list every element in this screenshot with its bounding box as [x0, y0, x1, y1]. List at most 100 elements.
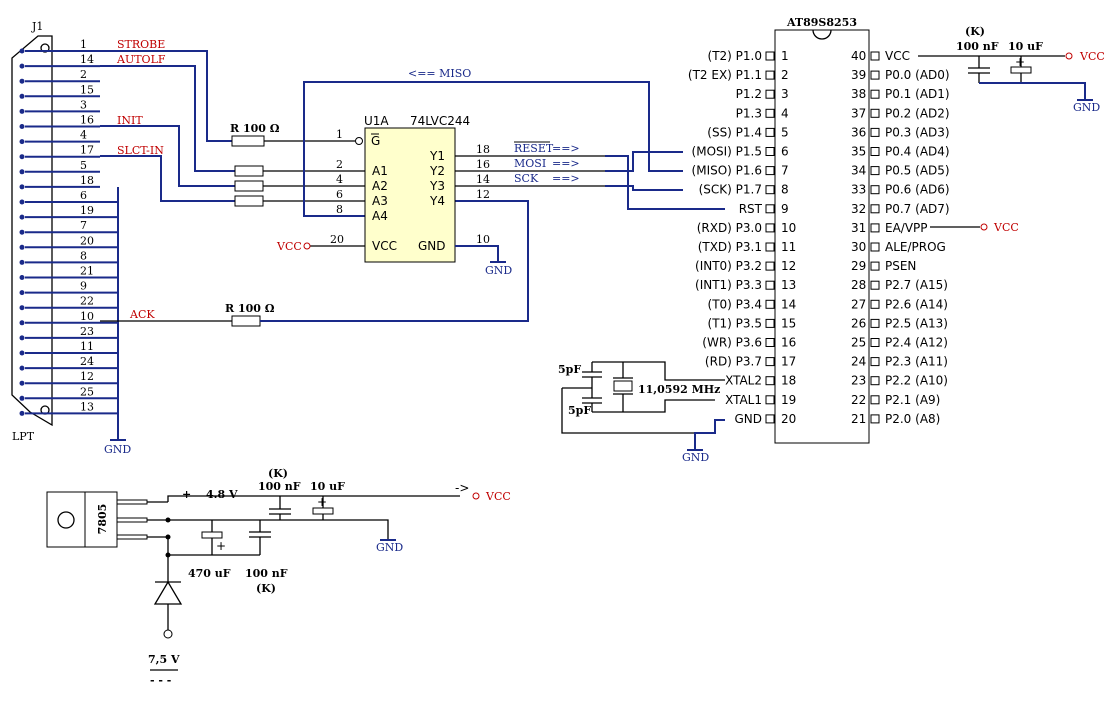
wire-mcu-cap-gnd: [979, 82, 1086, 100]
mcu-pin-label-left: (RXD) P3.0: [697, 221, 762, 235]
lpt-pin-dot: [19, 335, 25, 341]
mcu-pin-square-left: [765, 70, 775, 80]
reg-arrow: ->: [455, 481, 469, 495]
vcc-terminal-reg: [472, 492, 480, 500]
mcu-pin-number-left: 14: [781, 297, 796, 311]
mcu-pin-square-right: [870, 318, 880, 328]
mcu-pin-square-right: [870, 51, 880, 61]
mcu-body: [774, 29, 870, 444]
mcu-pin-square-left: [765, 414, 775, 424]
mcu-pin-number-left: 16: [781, 336, 796, 350]
mcu-pin-square-left: [765, 185, 775, 195]
wire-xtal2: [592, 361, 725, 381]
connector-name: LPT: [12, 430, 35, 443]
signal-init: INIT: [117, 114, 143, 127]
buffer-vcc: VCC: [372, 239, 397, 253]
xtal-cap-bottom: 5pF: [568, 404, 591, 417]
mcu-pin-label-left: (WR) P3.6: [702, 336, 762, 350]
mcu-pin-label-left: XTAL1: [725, 393, 762, 407]
mcu-pin-number-right: 39: [851, 68, 866, 82]
mcu-pin-number-right: 22: [851, 393, 866, 407]
lpt-pin-number: 19: [80, 204, 94, 217]
mcu-pin-label-left: RST: [739, 202, 763, 216]
wire-reg-out: [167, 495, 460, 502]
mcu-pin-square-left: [765, 108, 775, 118]
mcu-pin-label-left: (T1) P3.5: [708, 316, 762, 330]
reg-plus: +: [182, 488, 191, 501]
mcu-pin-square-right: [870, 242, 880, 252]
mcu-pin-square-right: [870, 376, 880, 386]
lpt-pin-number: 18: [80, 174, 94, 187]
oe-bubble: [355, 137, 363, 145]
signal-autolf: AUTOLF: [116, 53, 166, 66]
lpt-pin-number: 25: [80, 385, 94, 398]
lpt-gnd-label: GND: [104, 443, 131, 456]
buffer-a1: A1: [372, 164, 388, 178]
mcu-pin-label-right: P0.3 (AD3): [885, 125, 950, 139]
wire-sck: [605, 185, 683, 191]
mcu-pin-square-left: [765, 166, 775, 176]
mcu-pin-number-left: 7: [781, 164, 789, 178]
lpt-pin-dot: [19, 154, 25, 160]
mcu-pin-label-right: P2.5 (A13): [885, 316, 948, 330]
lpt-pin-dot: [19, 214, 25, 220]
mcu-pin-label-left: (TXD) P3.1: [698, 240, 762, 254]
wire-init: [100, 125, 235, 187]
lpt-pin-dot: [19, 93, 25, 99]
mcu-pin-square-left: [765, 147, 775, 156]
mcu-pin-number-left: 12: [781, 259, 796, 273]
mcu-pin-square-right: [870, 299, 880, 309]
mcu-pin-number-right: 27: [851, 297, 866, 311]
signal-miso: <== MISO: [408, 67, 471, 80]
mcu-pin-number-left: 1: [781, 49, 789, 63]
lpt-pin-number: 5: [80, 159, 87, 172]
mcu-pin-number-left: 6: [781, 145, 789, 159]
mcu-notch: [812, 29, 832, 40]
pin-gnd-num: 10: [476, 233, 490, 246]
reg-cap2-value: 10 uF: [310, 480, 345, 493]
lpt-pin-number: 15: [80, 83, 94, 96]
lpt-pin-number: 21: [80, 265, 94, 278]
mcu-pin-number-right: 28: [851, 278, 866, 292]
cap2-plus: +: [1015, 55, 1025, 69]
mcu-pin-square-right: [870, 185, 880, 195]
mcu-pin-number-right: 24: [851, 355, 866, 369]
buffer-oe: G: [371, 134, 380, 148]
mcu-pin-square-right: [870, 280, 880, 290]
signal-mosi: MOSI: [514, 157, 546, 170]
wire-slctin: [100, 155, 235, 202]
reg-pin2: [116, 517, 148, 523]
input-voltage: 7,5 V: [148, 653, 180, 666]
mcu-pin-square-right: [870, 89, 880, 99]
mcu-pin-number-right: 26: [851, 316, 866, 330]
mcu-pin-label-right: EA/VPP: [885, 221, 928, 235]
mcu-pin-label-right: P0.1 (AD1): [885, 87, 950, 101]
wire-miso: [303, 81, 683, 217]
xtal-body: [613, 380, 633, 392]
mcu-pin-number-left: 17: [781, 355, 796, 369]
xtal-cap-top: 5pF: [558, 363, 581, 376]
mcu-pin-number-right: 30: [851, 240, 866, 254]
arrow-mosi: ==>: [552, 157, 580, 170]
mcu-pin-square-right: [870, 261, 880, 271]
mcu-pin-square-left: [765, 338, 775, 347]
lpt-pin-number: 22: [80, 295, 94, 308]
mcu-pin-square-right: [870, 204, 880, 214]
buffer-y4: Y4: [429, 194, 445, 208]
mcu-pin-label-right: P2.0 (A8): [885, 412, 940, 426]
wire-mcu-gnd: [694, 419, 725, 450]
mcu-pin-square-right: [870, 414, 880, 424]
lpt-pin-dot: [19, 380, 25, 386]
mcu-pin-square-left: [765, 204, 775, 214]
mcu-pin-label-right: P0.0 (AD0): [885, 68, 950, 82]
arrow-sck: ==>: [552, 172, 580, 185]
mcu-pin-label-right: P2.2 (A10): [885, 374, 948, 388]
mcu-pin-square-right: [870, 166, 880, 176]
mcu-pin-number-right: 32: [851, 202, 866, 216]
vcc-terminal-mcu: [1065, 52, 1073, 60]
mcu-pin-label-right: P2.7 (A15): [885, 278, 948, 292]
lpt-pin-number: 23: [80, 325, 94, 338]
mcu-pin-number-left: 8: [781, 183, 789, 197]
reg-cap-k-top: (K): [268, 467, 288, 480]
